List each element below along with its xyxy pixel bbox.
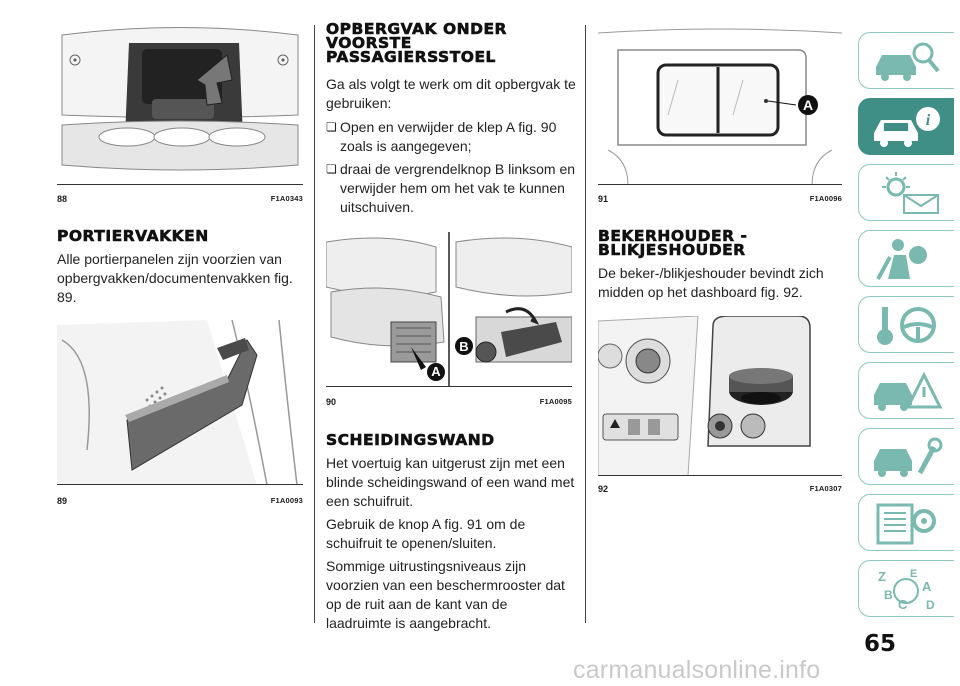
chapter-tab-maintenance[interactable] [858,428,954,485]
svg-text:A: A [922,579,932,594]
chapter-tab-index[interactable]: Z E A B C D [858,560,954,617]
scheidingswand-para-3: Sommige uitrustingsniveaus zijn voorzien… [326,558,565,631]
warning-light-icon [881,171,939,214]
figure-code: F1A0093 [270,496,303,505]
section-title-portiervakken: PORTIERVAKKEN [57,227,209,245]
chapter-tab-safety[interactable] [858,230,954,287]
svg-text:D: D [926,598,935,612]
section-title-opbergvak-line3: PASSAGIERSSTOEL [326,48,496,66]
svg-text:E: E [910,568,917,580]
spec-gear-icon [876,503,936,544]
chapter-tab-car-info[interactable]: i [858,98,954,155]
scheidingswand-para-1: Het voertuig kan uitgerust zijn met een … [326,455,575,509]
section-title-opbergvak-line2: VOORSTE [326,34,412,52]
car-search-icon [875,42,940,81]
section-title-bekerhouder-line1: BEKERHOUDER - [598,227,748,245]
figure-code: F1A0096 [809,194,842,203]
column-rule [314,25,315,623]
opbergvak-step-2: draai de vergrendelknop B linksom en ver… [326,160,576,217]
chapter-tab-car-search[interactable] [858,32,954,89]
figure-number: 92 [598,484,609,494]
chapter-tab-starting-driving[interactable] [858,296,954,353]
section-title-opbergvak-line1: OPBERGVAK ONDER [326,20,507,38]
svg-text:Z: Z [878,569,886,584]
airbag-person-icon [875,238,927,280]
section-title-scheidingswand: SCHEIDINGSWAND [326,431,495,449]
figure-code: F1A0095 [539,397,572,406]
figure-92-image [598,316,842,476]
figure-number: 88 [57,194,68,204]
chapter-tab-technical-data[interactable] [858,494,954,551]
chapter-tab-emergency[interactable] [858,362,954,419]
column-rule [585,25,586,623]
svg-text:B: B [884,588,893,602]
alphabet-index-icon: Z E A B C D [878,568,935,612]
callout-a: A [431,364,441,379]
figure-90-caption: 90 F1A0095 [326,397,572,407]
opbergvak-step-1: Open en verwijder de klep A fig. 90 zoal… [326,118,576,156]
figure-code: F1A0307 [809,484,842,493]
bekerhouder-body: De beker-/blikjeshouder bevindt zich mid… [598,265,824,300]
figure-92-caption: 92 F1A0307 [598,484,842,494]
page-number: 65 [864,631,897,657]
figure-91-caption: 91 F1A0096 [598,194,842,204]
section-title-bekerhouder-line2: BLIKJESHOUDER [598,241,746,259]
figure-91-image: A [598,25,842,185]
callout-b: B [459,339,468,354]
car-warning-triangle-icon [873,371,942,411]
callout-a: A [803,97,813,113]
portiervakken-body: Alle portierpanelen zijn voorzien van op… [57,251,293,305]
opbergvak-intro: Ga als volgt te werk om dit opbergvak te… [326,76,576,111]
figure-number: 91 [598,194,609,204]
key-steering-wheel-icon [876,306,936,345]
figure-90-image: A B [326,232,572,387]
figure-number: 90 [326,397,337,407]
figure-89-image [57,320,303,485]
svg-text:C: C [898,597,908,612]
car-info-icon: i [873,106,940,147]
figure-88-image [57,25,303,185]
figure-88-caption: 88 F1A0343 [57,194,303,204]
car-wrench-icon [873,437,942,477]
chapter-tab-warning-lights[interactable] [858,164,954,221]
scheidingswand-para-2: Gebruik de knop A fig. 91 om de schuifru… [326,516,526,551]
figure-89-caption: 89 F1A0093 [57,496,303,506]
watermark: carmanualsonline.info [573,656,821,684]
figure-number: 89 [57,496,68,506]
svg-text:i: i [925,112,930,129]
figure-code: F1A0343 [270,194,303,203]
